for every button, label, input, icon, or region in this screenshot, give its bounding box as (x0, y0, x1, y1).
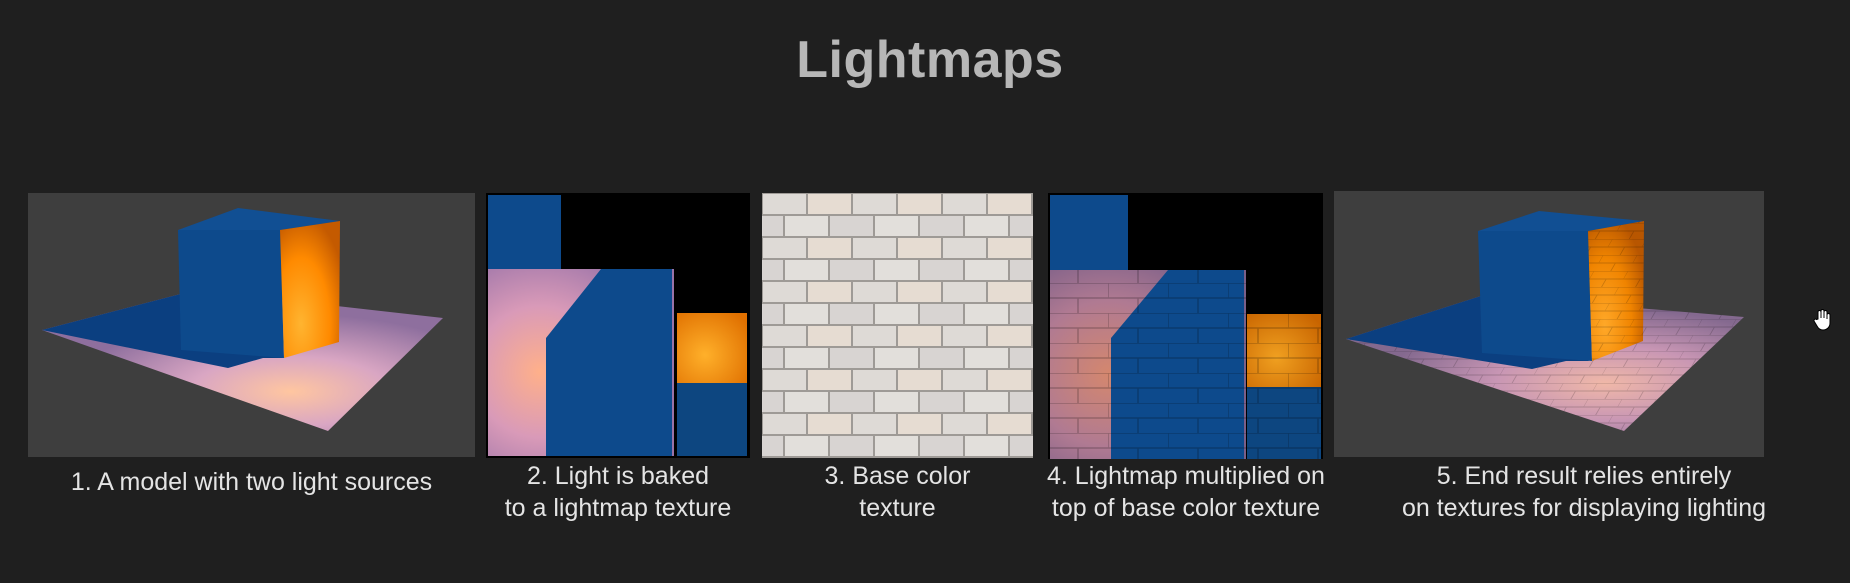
panel-model-with-lights (28, 193, 475, 457)
panel-4-caption: 4. Lightmap multiplied on top of base co… (1026, 460, 1346, 524)
panel-multiplied-texture (1048, 193, 1323, 459)
panel-base-color-texture (762, 193, 1033, 458)
panel-1-caption: 1. A model with two light sources (28, 466, 475, 498)
end-result-illustration (1334, 191, 1764, 457)
panel-5-caption: 5. End result relies entirely on texture… (1364, 460, 1804, 524)
hand-cursor-icon (1812, 309, 1832, 331)
caption-line: 2. Light is baked (526, 462, 710, 490)
model-illustration (28, 193, 475, 457)
multiplied-illustration (1048, 193, 1323, 459)
slide-title: Lightmaps (796, 31, 1064, 89)
caption-line: to a lightmap texture (504, 494, 732, 522)
caption-line: 5. End result relies entirely (1436, 462, 1732, 490)
caption-line: on textures for displaying lighting (1401, 494, 1767, 522)
brick-texture-illustration (762, 193, 1033, 458)
panel-2-caption: 2. Light is baked to a lightmap texture (472, 460, 764, 524)
panel-end-result (1334, 191, 1764, 457)
caption-line: 3. Base color (824, 462, 971, 490)
lightmap-illustration (486, 193, 750, 458)
panel-lightmap-texture (486, 193, 750, 458)
caption-line: texture (859, 494, 936, 522)
panel-3-caption: 3. Base color texture (762, 460, 1033, 524)
caption-line: top of base color texture (1051, 494, 1321, 522)
caption-line: 4. Lightmap multiplied on (1047, 462, 1325, 490)
caption-line: 1. A model with two light sources (70, 468, 433, 496)
